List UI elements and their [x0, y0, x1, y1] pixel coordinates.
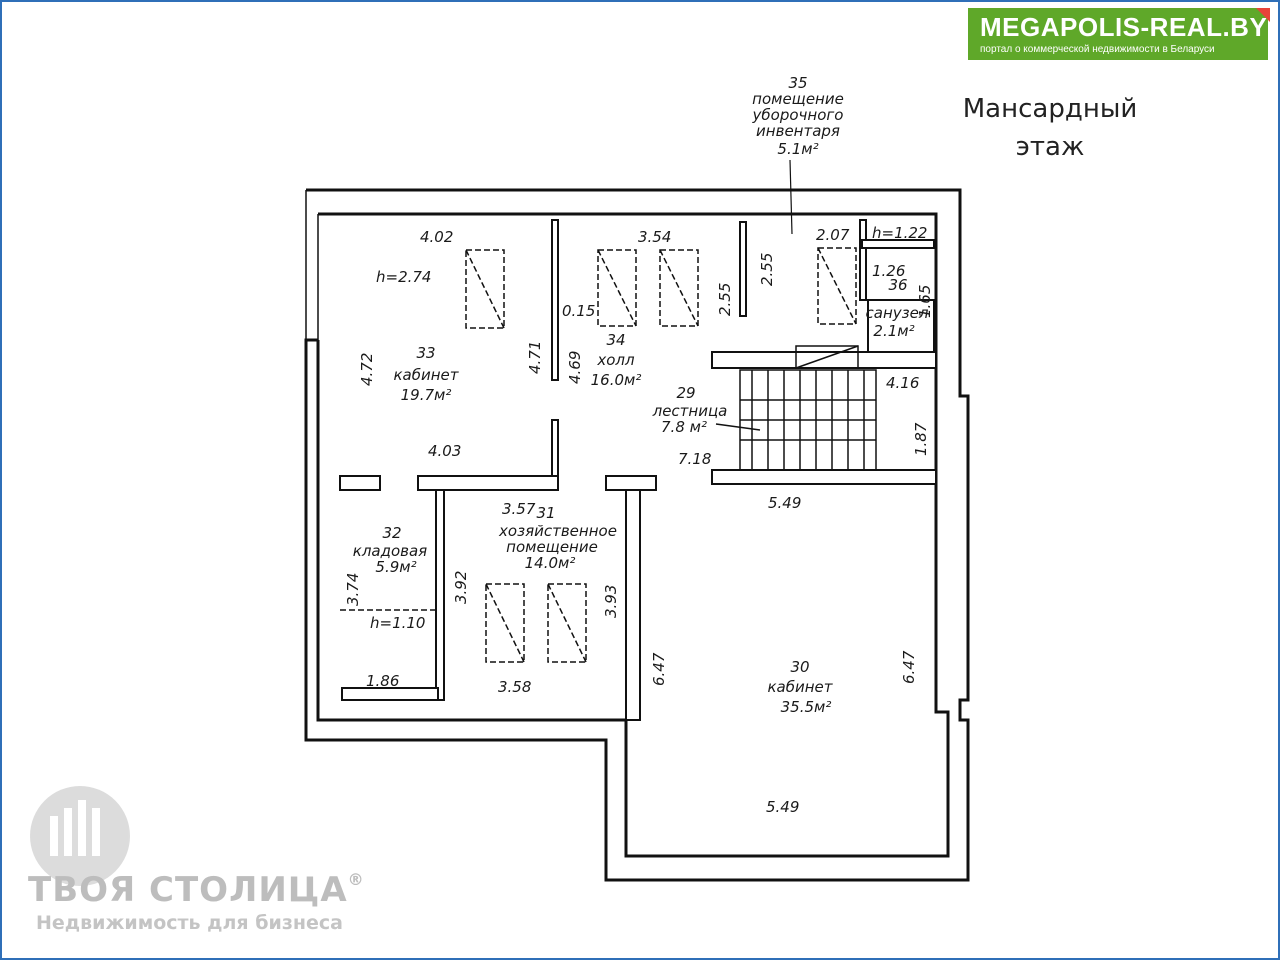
room34-name: холл — [596, 351, 635, 369]
dim: 4.71 — [526, 341, 544, 374]
brand-tagline: портал о коммерческой недвижимости в Бел… — [980, 44, 1215, 55]
room35-name3: инвентаря — [756, 122, 840, 140]
dim: 0.15 — [562, 302, 595, 320]
room30-area: 35.5м² — [781, 698, 832, 716]
room33-num: 33 — [416, 344, 435, 362]
dim: 3.74 — [344, 573, 362, 606]
watermark-reg: ® — [347, 870, 365, 889]
dim: 1.87 — [912, 422, 930, 456]
room35-num: 35 — [788, 74, 807, 92]
dim: h=1.22 — [872, 224, 927, 242]
dim: 3.57 — [502, 500, 536, 518]
dim: 3.92 — [452, 571, 470, 604]
room35-name2: уборочного — [752, 106, 844, 124]
room32-area: 5.9м² — [375, 558, 416, 576]
dim: 3.58 — [498, 678, 531, 696]
leader-line — [789, 159, 793, 235]
dim: h=1.10 — [370, 614, 425, 632]
dim: 3.93 — [602, 585, 620, 618]
dim: 4.03 — [428, 442, 461, 460]
watermark-name: ТВОЯ СТОЛИЦА® — [28, 870, 365, 910]
dim: 4.02 — [420, 228, 453, 246]
room36-num: 36 — [888, 276, 907, 294]
dim: 2.55 — [758, 253, 776, 286]
room31-area: 14.0м² — [525, 554, 576, 572]
watermark-logo-icon — [30, 786, 130, 886]
brand-badge[interactable]: MEGAPOLIS-REAL.BY портал о коммерческой … — [968, 8, 1270, 60]
dim: 1.86 — [366, 672, 399, 690]
room30-name: кабинет — [767, 678, 833, 696]
room35-name1: помещение — [752, 90, 844, 108]
dim: 6.47 — [900, 650, 918, 684]
room34-area: 16.0м² — [591, 371, 642, 389]
watermark-name-text: ТВОЯ СТОЛИЦА — [28, 870, 348, 910]
watermark-subtitle: Недвижимость для бизнеса — [36, 912, 343, 934]
dim: 1.65 — [916, 285, 934, 318]
dim: 4.72 — [358, 353, 376, 386]
room31-num: 31 — [536, 504, 555, 522]
room29-area: 7.8 м² — [661, 418, 707, 436]
dim: 2.07 — [816, 226, 850, 244]
room29-name: лестница — [652, 402, 728, 420]
room31-name2: помещение — [506, 538, 598, 556]
dimension-labels: 4.02 h=2.74 3.54 2.07 h=1.22 1.26 0.15 1… — [344, 224, 934, 816]
dim: 6.47 — [650, 652, 668, 686]
dim: 1.26 — [872, 262, 905, 280]
room35-area: 5.1м² — [777, 140, 818, 158]
dim: h=2.74 — [376, 268, 431, 286]
dim: 7.18 — [678, 450, 711, 468]
room30-num: 30 — [790, 658, 809, 676]
dim: 4.16 — [886, 374, 919, 392]
outer-walls — [304, 188, 970, 882]
room32-num: 32 — [382, 524, 401, 542]
staircase — [715, 345, 877, 471]
room31-name1: хозяйственное — [498, 522, 617, 540]
dim: 2.55 — [716, 283, 734, 316]
skylights — [340, 247, 857, 663]
dim: 5.49 — [768, 494, 801, 512]
room33-area: 19.7м² — [401, 386, 452, 404]
room32-name: кладовая — [353, 542, 427, 560]
badge-fold-icon — [1256, 8, 1270, 22]
room34-num: 34 — [606, 331, 625, 349]
dim: 3.54 — [638, 228, 671, 246]
dim: 4.69 — [566, 351, 584, 384]
room36-area: 2.1м² — [873, 322, 914, 340]
room33-name: кабинет — [393, 366, 459, 384]
brand-name: MEGAPOLIS-REAL.BY — [980, 12, 1268, 42]
room36-name: санузел — [866, 304, 929, 322]
room-labels: 35 помещение уборочного инвентаря 5.1м² … — [353, 74, 929, 716]
dim: 5.49 — [766, 798, 799, 816]
floor-title: Мансардный этаж — [962, 94, 1138, 162]
room29-num: 29 — [676, 384, 695, 402]
